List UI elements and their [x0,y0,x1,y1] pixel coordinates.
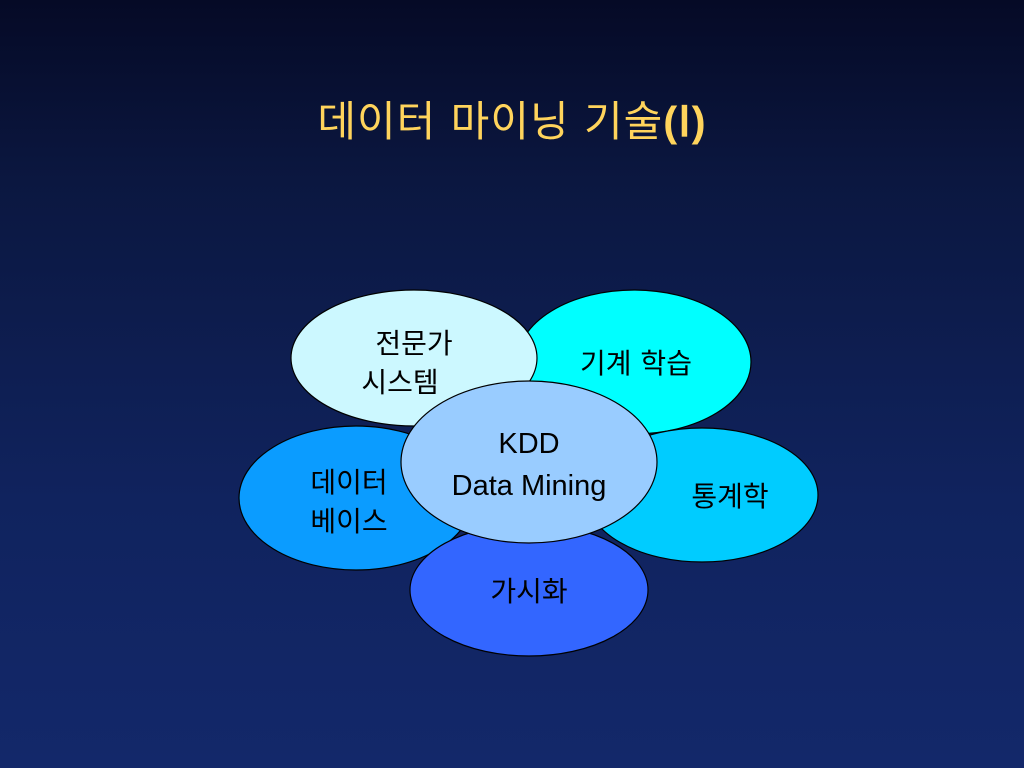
node-visualization: 가시화 [409,523,649,657]
node-center-kdd-label-line2: Data Mining [452,470,607,502]
node-expert-system-label-line1: 전문가 [375,327,452,360]
node-statistics-label: 통계학 [691,480,768,513]
slide-title: 데이터 마이닝 기술(Ⅰ) [0,88,1024,149]
node-machine-learning-label: 기계 학습 [580,347,692,380]
slide-title-main: 데이터 마이닝 기술 [317,97,664,146]
node-visualization-label: 가시화 [490,575,567,608]
node-database-label-line2: 베이스 [310,505,387,538]
slide-title-suffix: (Ⅰ) [663,98,707,145]
node-center-kdd-label-line1: KDD [498,428,559,460]
node-expert-system-label-line2: 시스템 [361,366,438,399]
node-center-kdd-shape [400,380,658,544]
node-database-label-line1: 데이터 [310,466,387,499]
node-center-kdd: KDD Data Mining [400,380,658,544]
